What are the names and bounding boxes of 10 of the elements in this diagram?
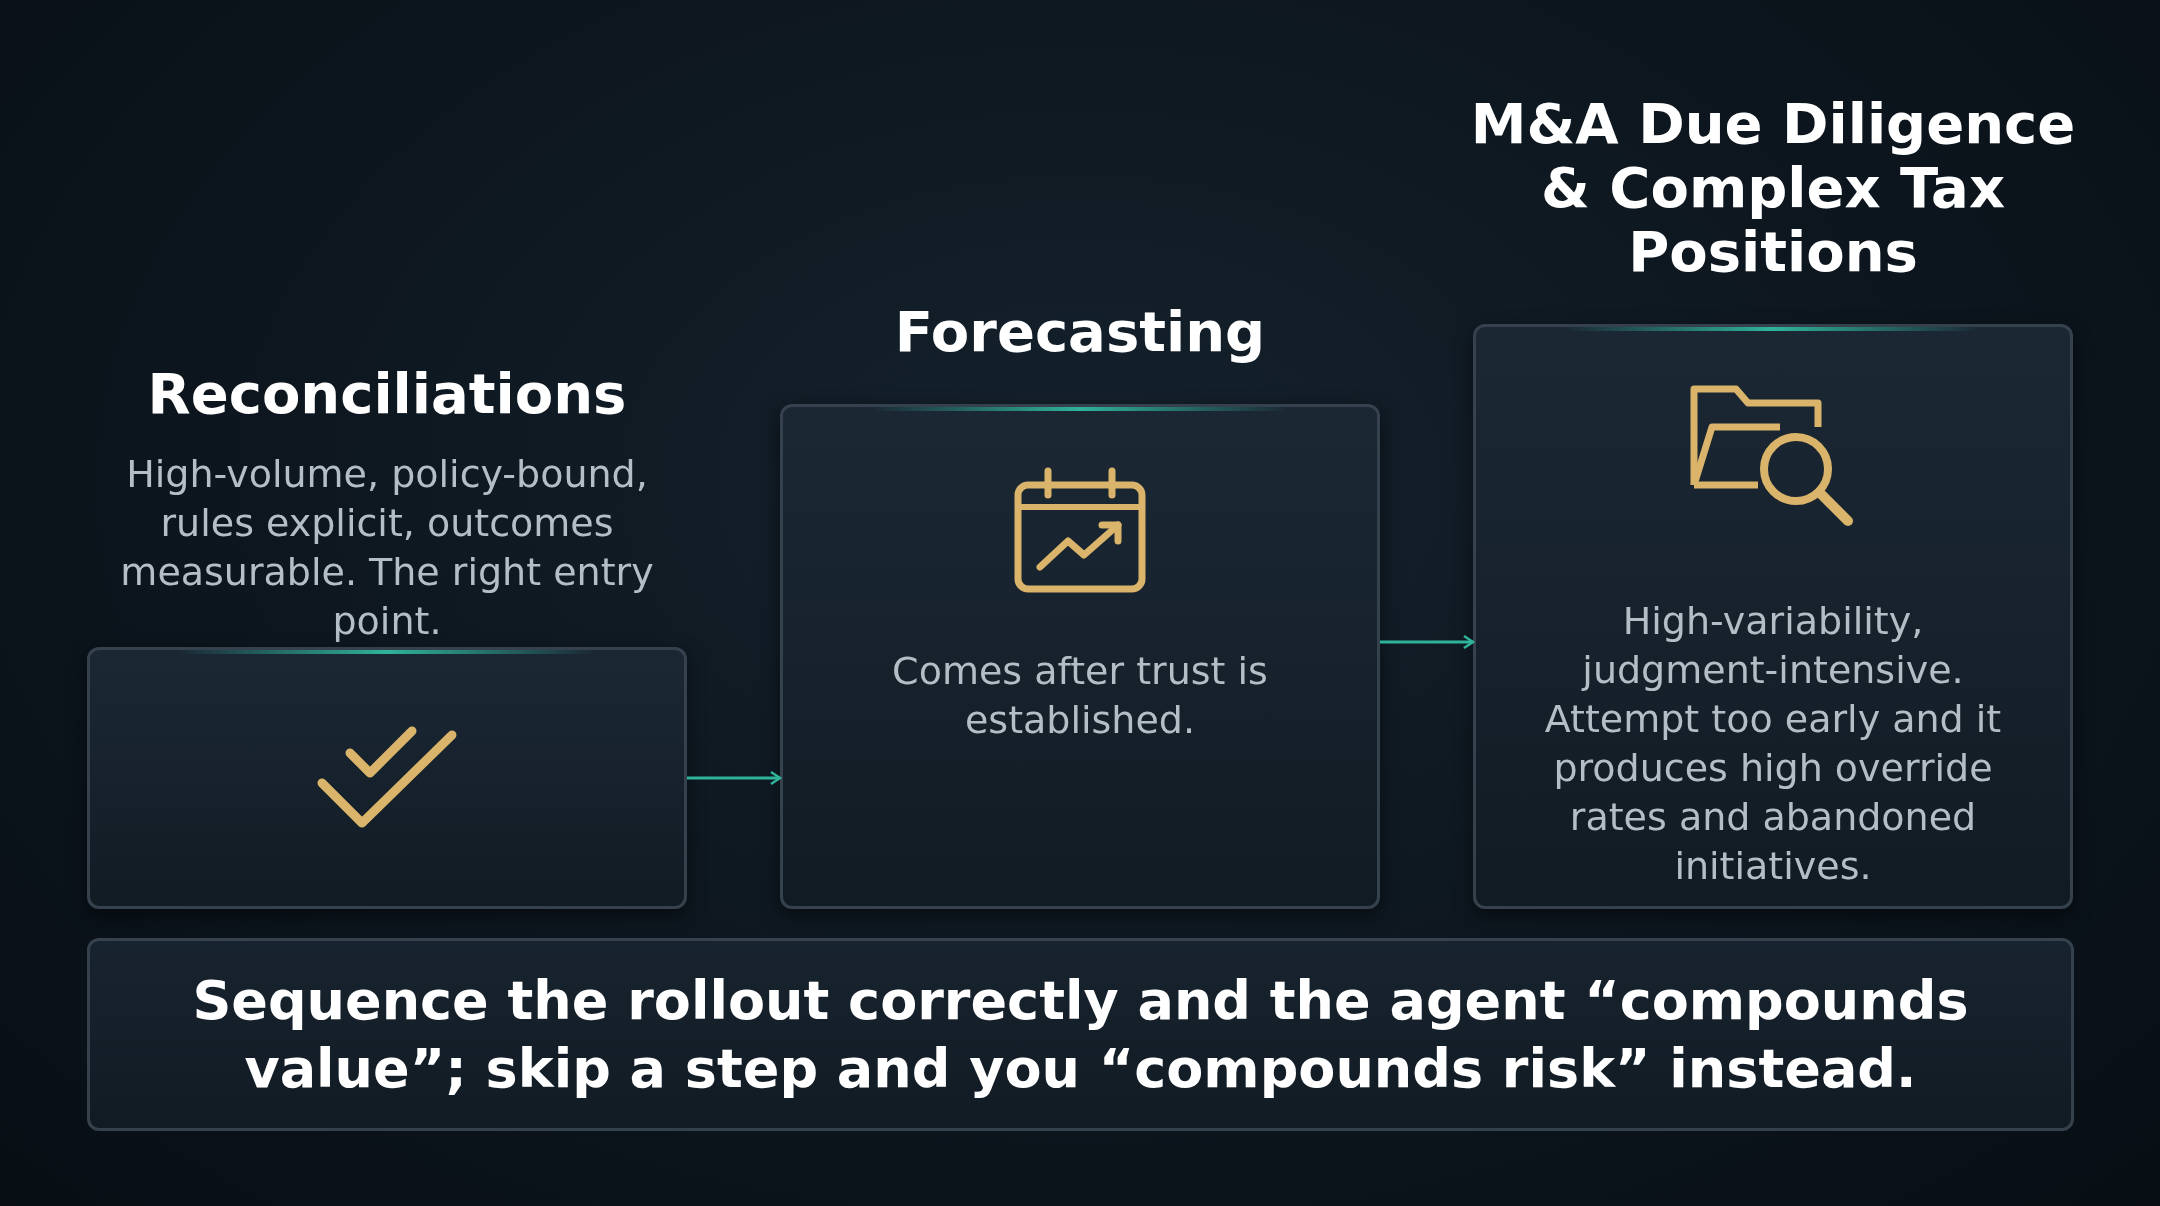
stage-heading: Reconciliations — [146, 362, 628, 426]
arrow — [687, 770, 782, 786]
stage-description: Comes after trust is established. — [891, 648, 1269, 744]
stage-description: High-volume, policy-bound, rules explicit, outcomes measurable. The right entry point. — [119, 451, 655, 645]
summary-text: Sequence the rollout correctly and the agent “compounds value”; skip a step and you “compounds risk” instead. — [191, 967, 1970, 1102]
arrow — [1380, 634, 1475, 650]
summary-banner — [87, 938, 2074, 1131]
stage-description: High-variability, judgment-intensive. Attempt too early and it produces high override rates and abandoned initiatives. — [1543, 598, 2003, 890]
stage-heading: Forecasting — [893, 300, 1267, 364]
stage-heading: M&A Due Diligence & Complex Tax Positions — [1469, 92, 2077, 284]
